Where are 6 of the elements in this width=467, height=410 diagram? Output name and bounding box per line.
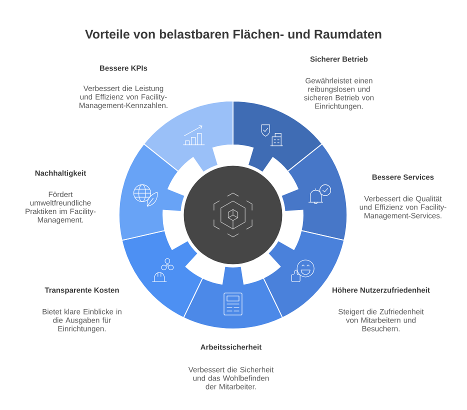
- ring-segment: [280, 143, 348, 241]
- ring-segment: [121, 230, 204, 318]
- title: Vorteile von belastbaren Flächen- und Raumdaten: [85, 29, 382, 39]
- hub-circle: [182, 164, 284, 266]
- ring-segment: [118, 143, 186, 241]
- ring-segment: [183, 266, 283, 330]
